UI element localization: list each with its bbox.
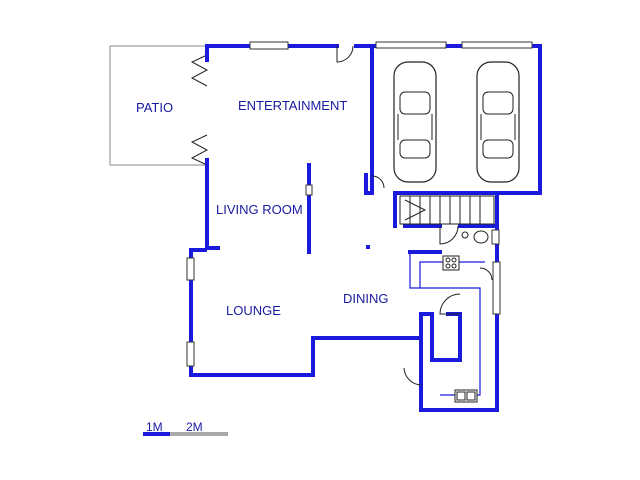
basin-icon <box>461 231 469 239</box>
patio-outline <box>109 45 209 166</box>
stove-icon <box>442 255 460 271</box>
toilet-icon <box>473 230 489 244</box>
doors <box>336 45 493 386</box>
room-label-dining: DINING <box>343 291 389 306</box>
room-label-lounge: LOUNGE <box>226 303 281 318</box>
windows <box>186 41 533 367</box>
sink-icon <box>454 389 478 403</box>
car-icon <box>476 61 520 183</box>
room-label-living-room: LIVING ROOM <box>216 202 303 217</box>
scale-label-2m: 2M <box>186 420 203 434</box>
room-label-entertainment: ENTERTAINMENT <box>238 98 347 113</box>
scale-label-1m: 1M <box>146 420 163 434</box>
car-icon <box>393 61 437 183</box>
column-marker <box>366 245 370 249</box>
scale-bar: 1M 2M <box>143 420 228 436</box>
room-label-patio: PATIO <box>136 100 173 115</box>
stairs <box>399 195 495 225</box>
